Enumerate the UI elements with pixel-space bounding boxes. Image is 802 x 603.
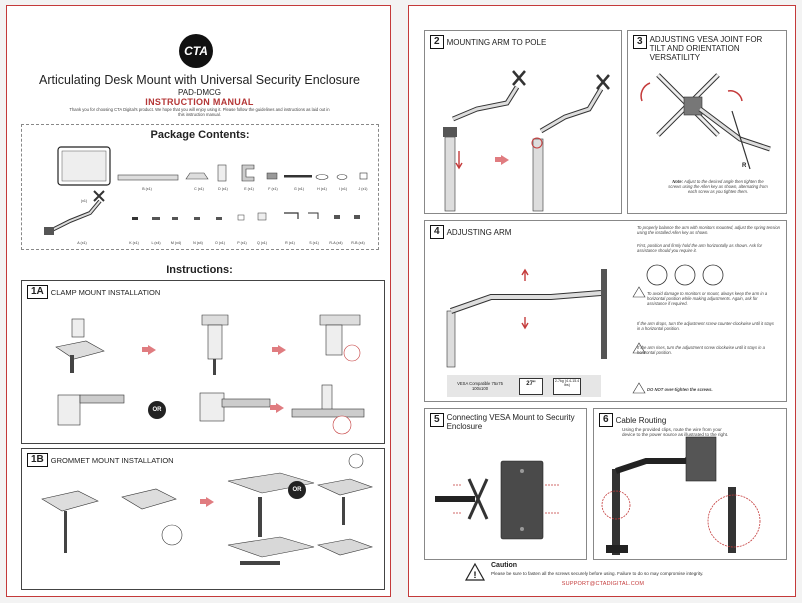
thanks-text: Thank you for choosing CTA Digital's pro…: [69, 107, 330, 118]
step-1b-panel: 1B GROMMET MOUNT INSTALLATION OR: [21, 448, 385, 590]
adjust-caution: To avoid damage to monitors or mount, al…: [647, 291, 768, 307]
step-title: MOUNTING ARM TO POLE: [446, 37, 547, 47]
part-label: F (x1): [268, 187, 278, 191]
adjust-first: First, position and firmly hold the arm …: [637, 243, 763, 254]
adjust-donot: DO NOT over-tighten the screws.: [647, 387, 713, 392]
step-number: 3: [633, 35, 647, 49]
cable-routing-illustration: [601, 436, 761, 555]
package-title: Package Contents:: [150, 129, 250, 141]
step-title: ADJUSTING VESA JOINT FOR TILT AND ORIENT…: [649, 35, 763, 62]
part-illustrations-row1: [44, 146, 368, 235]
grommet-mount-illustrations: [41, 453, 374, 565]
vesa-joint-illustration: [640, 73, 771, 170]
part-label: I (x1): [338, 187, 348, 191]
part-label: Q (x1): [257, 241, 267, 245]
warning-icon: !: [464, 562, 486, 581]
step-number: 1B: [27, 453, 48, 467]
next-arrow: [278, 345, 286, 355]
part-label: G (x1): [294, 187, 304, 191]
manual-heading: INSTRUCTION MANUAL: [145, 97, 254, 107]
step-number: 4: [430, 225, 444, 239]
support-email[interactable]: SUPPORT@CTADIGITAL.COM: [561, 581, 645, 587]
clamp-mount-illustrations: [55, 314, 365, 435]
part-label: A (x1): [77, 241, 87, 245]
adjusting-arm-illustration: [446, 264, 724, 394]
manual-title: Articulating Desk Mount with Universal S…: [39, 73, 360, 87]
part-label: S (x1): [309, 241, 319, 245]
part-label: D (x1): [218, 187, 228, 191]
step-6-panel: 6 Cable Routing Using the provided clips…: [593, 408, 787, 560]
part-label: M (x4): [170, 241, 182, 245]
label-r: R: [742, 163, 747, 169]
part-label: R (x1): [285, 241, 295, 245]
caution-text: Please be sure to fasten all the screws …: [491, 571, 704, 576]
step-title: Connecting VESA Mount to Security Enclos…: [446, 413, 575, 431]
arm-to-pole-illustration: [443, 70, 610, 212]
part-label: H (x1): [317, 187, 327, 191]
adjust-intro: To properly balance the arm with monitor…: [637, 225, 780, 236]
or-badge: OR: [148, 401, 166, 419]
page-right: 2 MOUNTING ARM TO POLE 3 ADJUSTING VESA …: [408, 5, 796, 597]
step-number: 5: [430, 413, 444, 427]
instructions-title: Instructions:: [166, 264, 233, 276]
part-label: O (x1): [215, 241, 225, 245]
step-number: 1A: [27, 285, 48, 299]
vesa-spec: VESA Compatible 75x75 100x100: [457, 381, 503, 391]
cable-routing-text: Using the provided clips, route the wire…: [622, 427, 729, 438]
spec-bar: VESA Compatible 75x75 100x100 27" 2-7kg …: [447, 375, 601, 397]
next-arrow: [276, 403, 284, 413]
part-label: R-A (x4): [329, 241, 343, 245]
next-arrow: [501, 155, 509, 165]
adjust-rises: If the arm rises, turn the adjustment sc…: [637, 345, 765, 356]
next-arrow: [206, 497, 214, 507]
note-label: Note:: [672, 179, 684, 184]
step-title: Cable Routing: [615, 415, 667, 425]
part-label: C (x1): [194, 187, 204, 191]
svg-text:!: !: [474, 570, 477, 580]
part-label: J (x1): [358, 187, 368, 191]
step-title: CLAMP MOUNT INSTALLATION: [50, 287, 161, 297]
part-label: R-B (x4): [351, 241, 365, 245]
part-label: B (x1): [142, 187, 152, 191]
weight-badge: 2-7kg (4.4-15.4 lbs): [553, 378, 581, 395]
model-number: PAD-DMCG: [178, 88, 221, 97]
step-3-panel: 3 ADJUSTING VESA JOINT FOR TILT AND ORIE…: [627, 30, 787, 214]
part-label: K (x1): [129, 241, 139, 245]
part-label: N (x4): [193, 241, 203, 245]
package-contents: Package Contents:: [21, 124, 379, 250]
page-left: CTA Articulating Desk Mount with Univers…: [6, 5, 391, 597]
note-text: Adjust to the desired angle then tighten…: [668, 179, 768, 195]
part-label: (x1): [80, 199, 88, 203]
cta-logo: CTA: [179, 34, 213, 68]
part-label: L (x4): [151, 241, 161, 245]
part-label: E (x1): [244, 187, 254, 191]
step-number: 2: [430, 35, 444, 49]
step-1a-panel: 1A CLAMP MOUNT INSTALLATION: [21, 280, 385, 444]
step-4-panel: 4 ADJUSTING ARM To properly balance the …: [424, 220, 787, 402]
step-title: ADJUSTING ARM: [446, 227, 512, 237]
screen-size-badge: 27": [519, 378, 543, 395]
caution-title: Caution: [491, 562, 518, 569]
step-title: GROMMET MOUNT INSTALLATION: [50, 455, 174, 465]
part-label: P (x1): [237, 241, 247, 245]
vesa-to-enclosure-illustration: [435, 460, 559, 540]
step-2-panel: 2 MOUNTING ARM TO POLE: [424, 30, 622, 214]
adjust-drops: If the arm drops, turn the adjustment sc…: [637, 321, 775, 332]
step-number: 6: [599, 413, 613, 427]
next-arrow: [148, 345, 156, 355]
or-badge: OR: [288, 481, 306, 499]
step-5-panel: 5 Connecting VESA Mount to Security Encl…: [424, 408, 587, 560]
